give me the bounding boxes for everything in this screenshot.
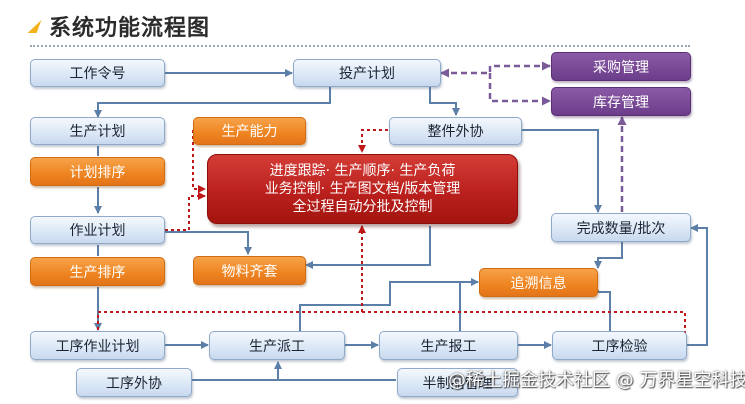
node-production-plan: 生产计划 [30,117,165,145]
node-purchase-mgmt: 采购管理 [551,52,691,81]
edge-completion-to-trace [594,242,623,269]
node-process-outsourcing: 工序外协 [76,368,192,397]
edge-job-to-material [165,231,252,255]
center-line-1: 进度跟踪· 生产顺序· 生产负荷 [269,163,456,179]
node-plan-sequence: 计划排序 [30,157,165,186]
edge-jobplan-to-center [165,192,206,231]
page-title: 系统功能流程图 [49,16,211,41]
node-outsourcing: 整件外协 [389,117,522,145]
node-production-sequence: 生产排序 [30,257,165,286]
edge-outproc-to-dispatch [192,361,282,381]
edge-plan-inventory [488,73,551,106]
edge-inspection-to-completion [687,224,708,346]
node-trace-info: 追溯信息 [479,268,598,297]
node-semi-finished: 半制品管理 [397,368,518,397]
node-material-kit: 物料齐套 [193,256,306,285]
title-divider [30,45,690,47]
center-control-box: 进度跟踪· 生产顺序· 生产负荷 业务控制· 生产图文档/版本管理 全过程自动分… [207,154,518,224]
node-job-plan: 作业计划 [30,216,165,244]
node-process-job-plan: 工序作业计划 [30,331,165,360]
center-line-2: 业务控制· 生产图文档/版本管理 [264,181,461,197]
edge-capacity-to-center [192,130,206,193]
center-line-3: 全过程自动分批及控制 [292,199,433,215]
title-block: 系统功能流程图 [27,10,211,42]
node-production-plan-main: 投产计划 [293,59,441,87]
node-capacity: 生产能力 [193,117,306,145]
edge-plan-to-productionplan [94,87,331,118]
node-work-order: 工作令号 [30,59,165,87]
edge-outsourcing-to-center [358,129,388,153]
edge-plan-to-outsourcing [429,87,460,116]
edge-inspection-to-trace [597,290,611,331]
node-inventory-mgmt: 库存管理 [551,87,691,116]
edge-report-to-trace [459,278,479,331]
edge-outsourcing-to-completion [522,129,602,213]
node-report: 生产报工 [379,331,518,360]
node-dispatch: 生产派工 [209,331,345,360]
edge-plan-purchase [440,61,551,78]
watermark: @稀土掘金技术社区 @ 万界星空科技 [448,370,745,391]
edge-dispatch-to-trace [299,281,462,331]
edge-bottom-to-center [97,311,686,345]
node-completion: 完成数量/批次 [551,213,691,242]
node-inspection: 工序检验 [552,331,687,360]
edge-completion-to-material [306,226,431,266]
